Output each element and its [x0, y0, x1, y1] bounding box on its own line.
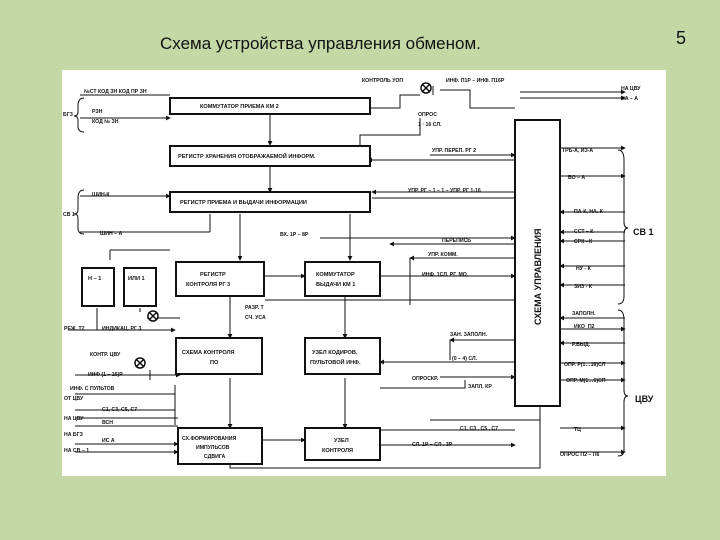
signal-opros-range: 1 · 16 СЛ.	[418, 122, 442, 128]
circle-marker-kontrol-uop	[420, 82, 432, 94]
signal-zapl-kr: ЗАПЛ. КР	[468, 384, 492, 390]
signal-sv1-right: СВ 1	[633, 227, 654, 237]
shema-upravleniya-box	[514, 119, 561, 407]
shema-kontrolya-box	[175, 337, 263, 375]
registr-hraneniya-box	[169, 145, 371, 167]
uzel-kontrolya-box	[304, 427, 381, 461]
signal-opros-p2: ОПРОС П2 – П6	[560, 452, 599, 458]
signal-na-a: НА – А	[621, 96, 638, 102]
signal-zapoln: ЗАПОЛН.	[572, 311, 596, 317]
signal-shin-a: ШИН – А	[100, 231, 122, 237]
signal-inf-p1r: ИНФ. П1Р – ИНФ. П16Р	[446, 78, 505, 84]
registr-hraneniya-label: РЕГИСТР ХРАНЕНИЯ ОТОБРАЖАЕМОЙ ИНФОРМ.	[178, 152, 316, 160]
n1-box	[81, 267, 115, 307]
signal-perepis: ПЕРЕПИСЬ	[442, 238, 471, 244]
uzel-kodir-label-2: ПУЛЬТОВОЙ ИНФ.	[310, 358, 361, 366]
signal-nu-k: НУ - К	[576, 266, 592, 272]
signal-vh-1r: ВХ. 1Р – 8Р	[280, 232, 309, 238]
kommutator-priema-label: КОММУТАТОР ПРИЕМА КМ 2	[200, 104, 279, 110]
connection-lines	[68, 86, 629, 469]
block-diagram: КОММУТАТОР ПРИЕМА КМ 2 РЕГИСТР ХРАНЕНИЯ …	[63, 78, 654, 469]
signal-rzn: РЗН	[92, 109, 103, 115]
signal-tts: ТЦ	[574, 427, 581, 433]
ili1-box	[123, 267, 157, 307]
signal-sch-usa: СЧ. УСА	[245, 315, 266, 321]
registr-kontrolya-label-2: КОНТРОЛЯ РГ 3	[186, 282, 230, 288]
sh-formirovaniya-label-3: СДВИГА	[204, 454, 225, 460]
signal-inf-s-pultov: ИНФ. С ПУЛЬТОВ	[70, 386, 115, 392]
sh-formirovaniya-label-2: ИМПУЛЬСОВ	[196, 445, 230, 451]
block-labels: КОММУТАТОР ПРИЕМА КМ 2 РЕГИСТР ХРАНЕНИЯ …	[88, 104, 543, 460]
signal-rezh-t2: РЕЖ. Т2	[64, 326, 85, 332]
signal-sl-0-4: (0 – 4) СЛ.	[452, 356, 478, 362]
shema-kontrolya-label-1: СХЕМА КОНТРОЛЯ	[182, 350, 235, 356]
signal-ot-tsvu: ОТ ЦВУ	[64, 396, 84, 402]
uzel-kontrolya-label-2: КОНТРОЛЯ	[322, 448, 353, 454]
signal-kod-n-zn: КОД № ЗН	[92, 119, 119, 125]
circle-markers	[134, 82, 432, 369]
ili1-label: ИЛИ 1	[128, 276, 145, 282]
signal-srk-k: СРК - К	[574, 239, 593, 245]
signal-iko-p2: ИКО_П2	[574, 324, 595, 330]
block-boxes	[81, 97, 561, 465]
signal-na-sv1: НА СВ – 1	[64, 448, 89, 454]
signal-opr-r: ОПР. Р(1…16)СЛ	[564, 362, 606, 368]
signal-is-a: ИС А	[102, 438, 115, 444]
sh-formirovaniya-label-1: СХ.ФОРМИРОВАНИЯ	[182, 436, 236, 442]
kommutator-vydachi-box	[304, 261, 381, 297]
uzel-kodir-box	[304, 337, 381, 375]
signal-na-bgz: НА БГЗ	[64, 432, 84, 438]
signal-inf-1sl: ИНФ. 1СЛ. РГ. МО.	[422, 272, 469, 278]
signal-zi3-k: ЗИЗ - К	[574, 284, 593, 290]
signal-trb-a: ТРБ-А, ИЗ-А	[562, 148, 593, 154]
signal-indikats: ИНДИКАЦ. РГ 3	[102, 326, 141, 332]
signal-vsh: ВСН	[102, 420, 113, 426]
sh-formirovaniya-box	[177, 427, 263, 465]
signal-sv1-left: СВ 1	[63, 212, 75, 218]
signal-bgz-top: БГЗ	[63, 112, 74, 118]
signal-opr-m: ОПР. М(1…6)СП	[566, 378, 606, 384]
signal-razr-t: РАЗР. Т	[245, 305, 265, 311]
circle-marker-kontr-tsvu	[134, 357, 146, 369]
signal-upr-perep: УПР. ПЕРЕП. РГ 2	[432, 148, 476, 154]
registr-kontrolya-label-1: РЕГИСТР	[200, 272, 226, 278]
shema-kontrolya-label-2: ПО	[210, 360, 219, 366]
uzel-kodir-label-1: УЗЕЛ КОДИРОВ.	[312, 350, 358, 356]
kommutator-vydachi-label-2: ВЫДАЧИ КМ 1	[316, 282, 355, 288]
slide-title: Схема устройства управления обменом.	[160, 34, 481, 53]
signal-s1-s7-bottom: С1, С3 , С5 , С7	[460, 426, 498, 432]
circle-marker-mid	[147, 310, 159, 322]
registr-priema-box	[169, 191, 371, 213]
signal-kontrol-uop: КОНТРОЛЬ УОП	[362, 78, 403, 84]
n1-label: Н – 1	[88, 276, 101, 282]
page-number: 5	[676, 28, 687, 48]
uzel-kontrolya-label-1: УЗЕЛ	[334, 438, 349, 444]
kommutator-priema-box	[169, 97, 371, 115]
signal-sst-k: ССТ – К	[574, 229, 594, 235]
signal-labels: №СТ КОД ЗН КОД ПР ЗН БГЗ РЗН КОД № ЗН КО…	[63, 78, 654, 458]
kommutator-vydachi-label-1: КОММУТАТОР	[316, 272, 355, 278]
registr-priema-label: РЕГИСТР ПРИЕМА И ВЫДАЧИ ИНФОРМАЦИИ	[180, 200, 307, 206]
signal-sl-1r-3r: СЛ. 1Р – СЛ . 3Р	[412, 442, 453, 448]
signal-shin-k: ШИН-К	[92, 192, 110, 198]
signal-na-tsvu-left: НА ЦВУ	[64, 416, 84, 422]
signal-opros: ОПРОС	[418, 112, 437, 118]
signal-upr-komm: УПР. КОММ.	[428, 252, 458, 258]
signal-tsvu-right: ЦВУ	[635, 394, 654, 404]
signal-vo-a: ВО – А	[568, 175, 585, 181]
diagram-panel: КОММУТАТОР ПРИЕМА КМ 2 РЕГИСТР ХРАНЕНИЯ …	[62, 70, 666, 476]
signal-s1-s7-top: С1, С3, С5, С7	[102, 407, 137, 413]
signal-nst-kod: №СТ КОД ЗН КОД ПР ЗН	[84, 89, 147, 95]
signal-r-vyd: Р.ВЫД.	[572, 342, 591, 348]
registr-kontrolya-box	[175, 261, 265, 297]
shema-upravleniya-label: СХЕМА УПРАВЛЕНИЯ	[533, 229, 543, 325]
signal-kontr-tsvu: КОНТР. ЦВУ	[90, 352, 121, 358]
signal-inf-1-16r: ИНФ (1 – 16)Р	[88, 372, 123, 378]
signal-zan-zapoln: ЗАН. ЗАПОЛН.	[450, 332, 488, 338]
signal-na-tsvu: НА ЦВУ	[621, 86, 641, 92]
signal-pa-k: ПА-К, НА. К	[574, 209, 604, 215]
signal-upr-rg: УПР. РГ – 1 – 1 – УПР. РГ 1-16	[408, 188, 481, 194]
signal-oprosk: ОПРОСКР.	[412, 376, 439, 382]
